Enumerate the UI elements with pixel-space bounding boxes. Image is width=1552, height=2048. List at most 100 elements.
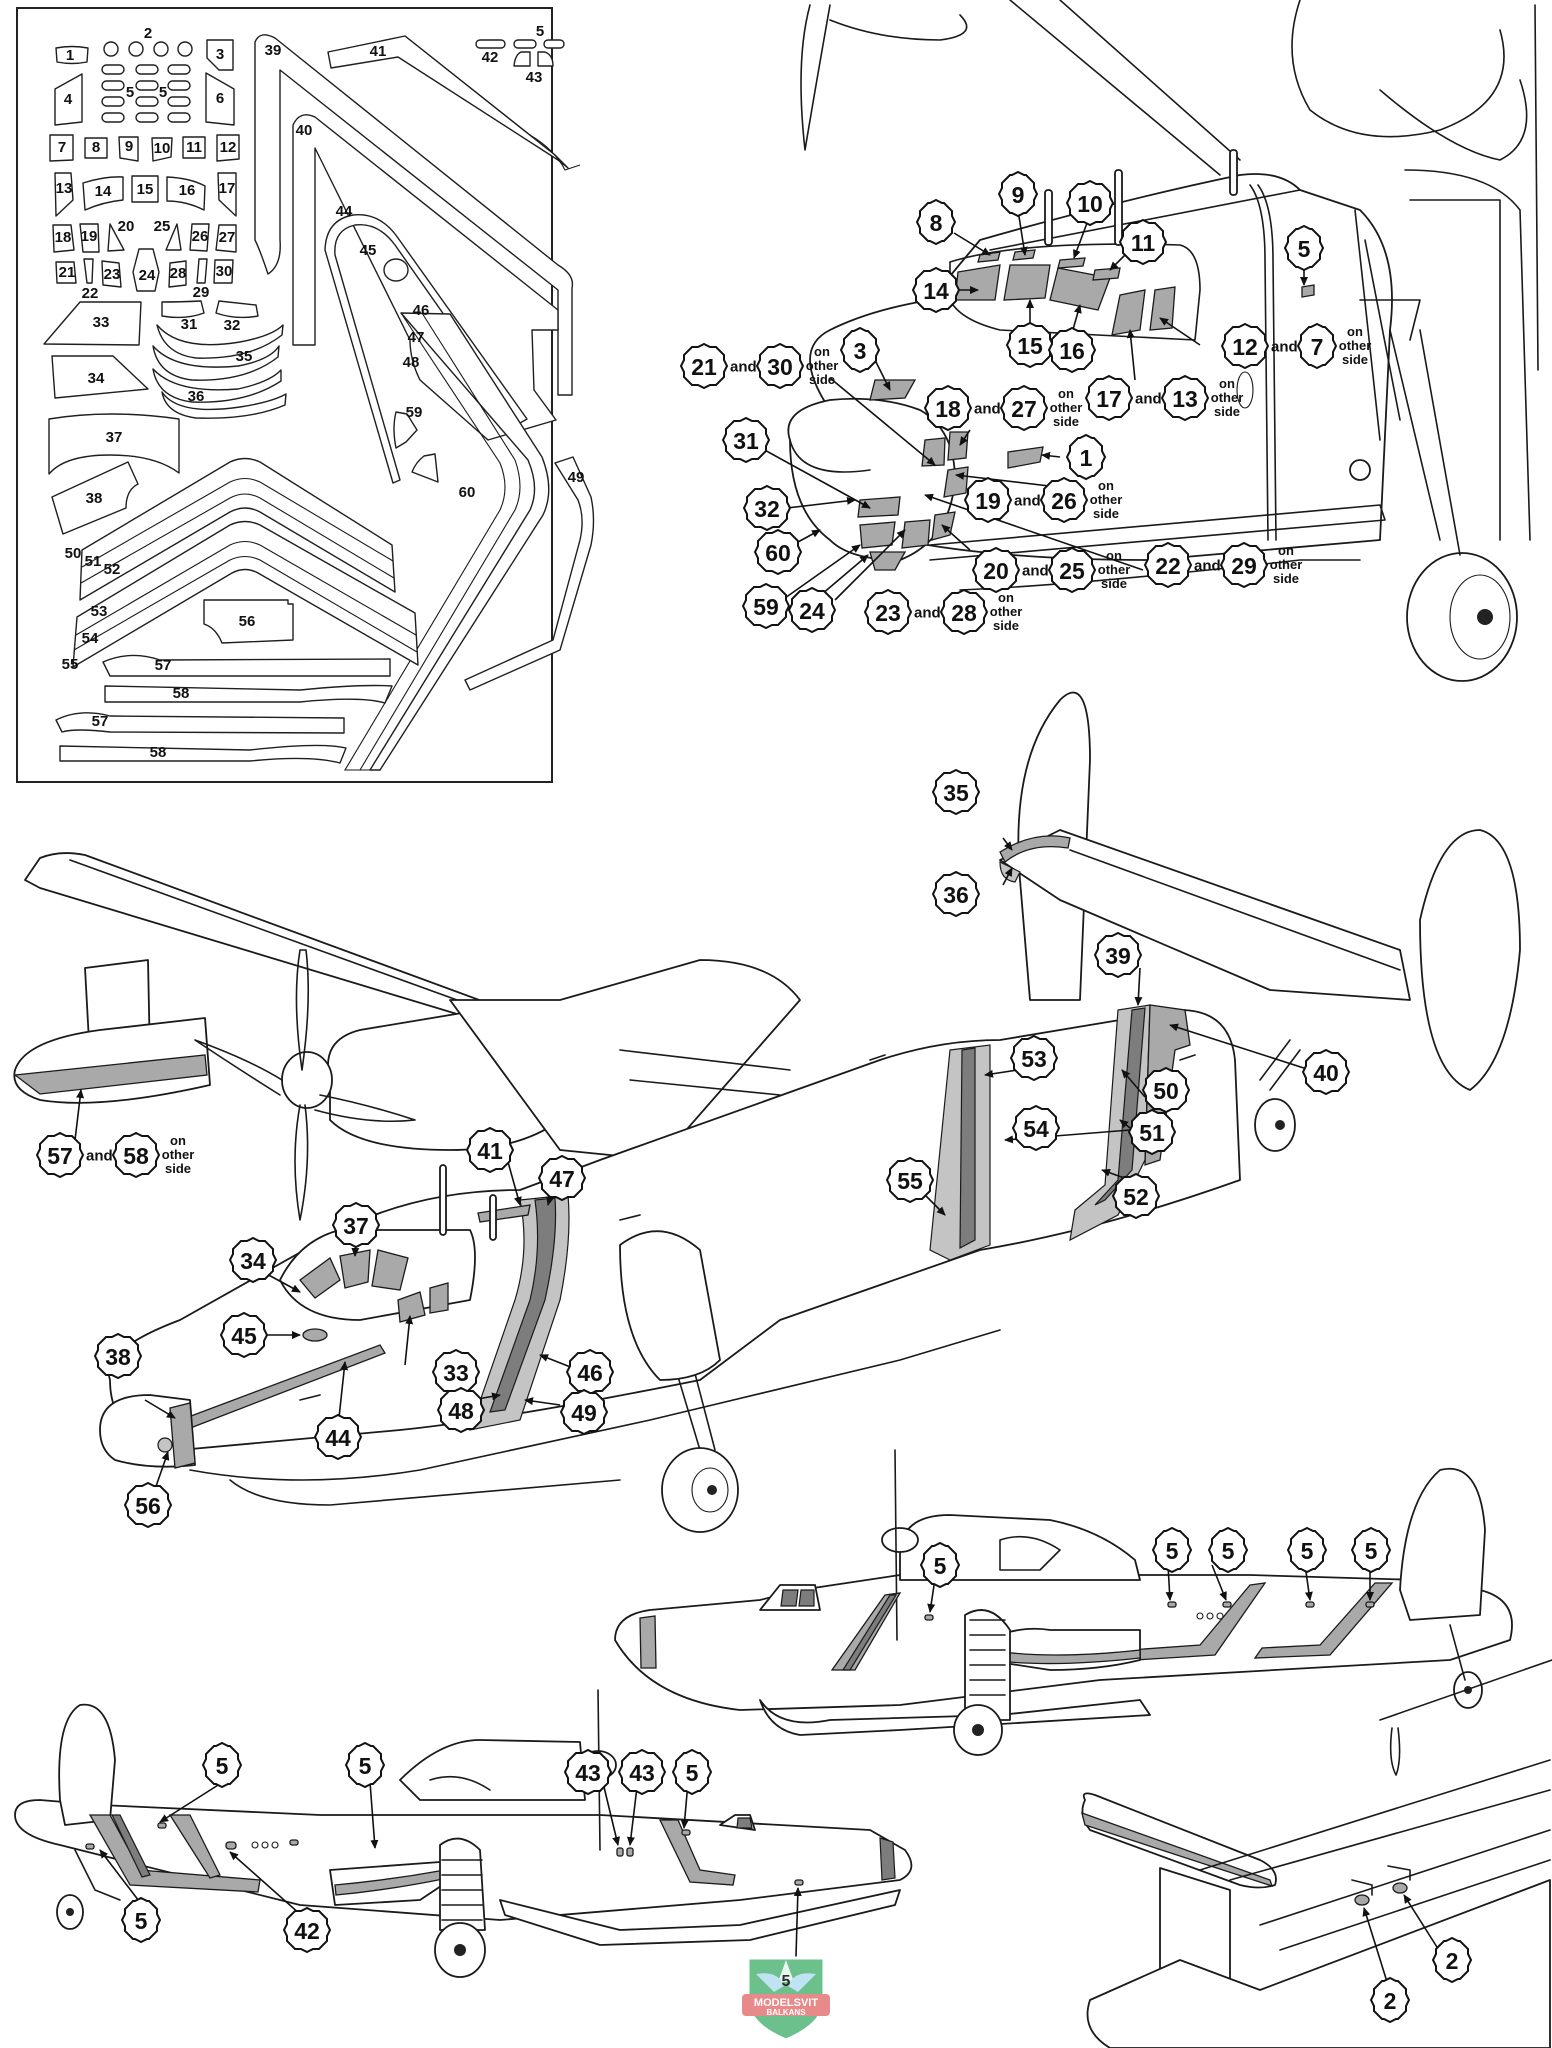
other-side-note: on xyxy=(814,344,830,359)
callout-octagon-icon xyxy=(753,528,803,576)
callout-number: 47 xyxy=(549,1166,575,1192)
callout-number: 29 xyxy=(1231,553,1257,579)
mask-piece-26 xyxy=(189,223,210,252)
callout-number: 60 xyxy=(765,540,791,566)
mask-17 xyxy=(1111,289,1146,336)
label-44: 44 xyxy=(336,203,353,220)
callout-number: 23 xyxy=(875,600,901,626)
callout-2: 2 xyxy=(1431,1936,1473,1984)
and-connector: and xyxy=(1135,391,1162,408)
callout-octagon-icon xyxy=(999,384,1049,432)
mask-37b xyxy=(371,1249,409,1291)
and-connector: and xyxy=(914,605,941,622)
callout-octagon-icon xyxy=(1141,1066,1191,1114)
other-side-note: on xyxy=(998,590,1014,605)
callout-11: 11 xyxy=(1118,218,1168,266)
label-32: 32 xyxy=(224,317,241,334)
mask-piece-47-line xyxy=(359,312,521,771)
mask-piece-2 xyxy=(153,41,169,57)
callout-number: 5 xyxy=(216,1753,229,1779)
callout-number: 21 xyxy=(691,354,717,380)
callout-40: 40 xyxy=(1301,1048,1351,1096)
callout-number: 5 xyxy=(1365,1538,1378,1564)
label-5: 5 xyxy=(536,23,544,40)
callout-octagon-icon xyxy=(1084,374,1134,422)
mask-piece-52-line xyxy=(80,493,395,584)
other-side-note: side xyxy=(1093,506,1119,521)
callout-octagon-icon xyxy=(344,1741,386,1789)
callout-pair-second: 28 xyxy=(939,588,989,636)
mask-24 xyxy=(859,521,896,549)
callout-octagon-icon xyxy=(755,342,805,390)
callout-octagon-icon xyxy=(1283,224,1325,272)
mask-piece-39 xyxy=(254,34,574,396)
mask-piece-32 xyxy=(215,300,259,319)
mask-piece-53-55 xyxy=(72,520,419,668)
callout-octagon-icon xyxy=(963,476,1013,524)
callout-42: 42 xyxy=(282,1906,332,1954)
callout-number: 40 xyxy=(1313,1060,1339,1086)
callout-pair-second: 29 xyxy=(1219,541,1269,589)
callout-octagon-icon xyxy=(721,416,771,464)
label-31: 31 xyxy=(181,316,198,333)
label-51: 51 xyxy=(85,553,102,570)
mask-piece-5 xyxy=(513,39,537,49)
mask-piece-8 xyxy=(84,137,108,159)
callout-number: 37 xyxy=(343,1213,369,1239)
mask-piece-43 xyxy=(537,51,554,67)
mask-piece-59 xyxy=(393,411,418,449)
mask-stripe-rear2 xyxy=(1253,1582,1394,1659)
label-41: 41 xyxy=(370,43,387,60)
callout-5: 5 xyxy=(1350,1526,1392,1574)
label-33: 33 xyxy=(93,314,110,331)
mask-piece-36b xyxy=(161,391,287,419)
callout-number: 58 xyxy=(123,1143,149,1169)
mask-51 xyxy=(1094,1007,1146,1206)
mask-piece-58 xyxy=(59,744,347,764)
callout-59: 59 xyxy=(741,582,791,630)
callout-octagon-icon xyxy=(1065,179,1115,227)
other-side-note: side xyxy=(993,618,1019,633)
mask-piece-60 xyxy=(411,453,439,483)
callout-octagon-icon xyxy=(120,1896,162,1944)
callout-pair-second: 13 xyxy=(1160,374,1210,422)
mask-45 xyxy=(302,1328,328,1342)
callout-number: 17 xyxy=(1096,386,1122,412)
callout-5: 5 xyxy=(919,1541,961,1589)
label-20: 20 xyxy=(118,218,135,235)
label-42: 42 xyxy=(482,49,499,66)
callout-number: 50 xyxy=(1153,1078,1179,1104)
callout-2: 2 xyxy=(1369,1976,1411,2024)
callout-41: 41 xyxy=(465,1126,515,1174)
label-54: 54 xyxy=(82,630,99,647)
callout-35: 35 xyxy=(931,768,981,816)
callout-number: 22 xyxy=(1155,553,1181,579)
callout-octagon-icon xyxy=(1009,1034,1059,1082)
label-37: 37 xyxy=(106,429,123,446)
callout-number: 32 xyxy=(754,496,780,522)
other-side-note: on xyxy=(170,1133,186,1148)
callout-octagon-icon xyxy=(465,1126,515,1174)
callout-5: 5 xyxy=(120,1896,162,1944)
callout-number: 30 xyxy=(767,354,793,380)
callout-14: 14 xyxy=(911,266,961,314)
callout-number: 54 xyxy=(1023,1116,1049,1142)
label-40: 40 xyxy=(296,122,313,139)
mask-11 xyxy=(1092,267,1121,281)
label-49: 49 xyxy=(568,469,585,486)
callout-octagon-icon xyxy=(313,1413,363,1461)
callout-octagon-icon xyxy=(93,1332,143,1380)
label-6: 6 xyxy=(216,90,224,107)
callout-43: 43 xyxy=(617,1748,667,1796)
callout-pair-second: 58 xyxy=(111,1131,161,1179)
label-5: 5 xyxy=(159,84,167,101)
callout-32: 32 xyxy=(742,484,792,532)
label-58: 58 xyxy=(173,685,190,702)
other-side-note: other xyxy=(1090,492,1123,507)
callout-pair-first: 23 xyxy=(863,588,913,636)
label-48: 48 xyxy=(403,354,420,371)
mask-33b xyxy=(429,1282,449,1314)
mask-piece-12 xyxy=(216,134,240,162)
mask-piece-20 xyxy=(107,223,125,252)
callout-octagon-icon xyxy=(1118,218,1168,266)
